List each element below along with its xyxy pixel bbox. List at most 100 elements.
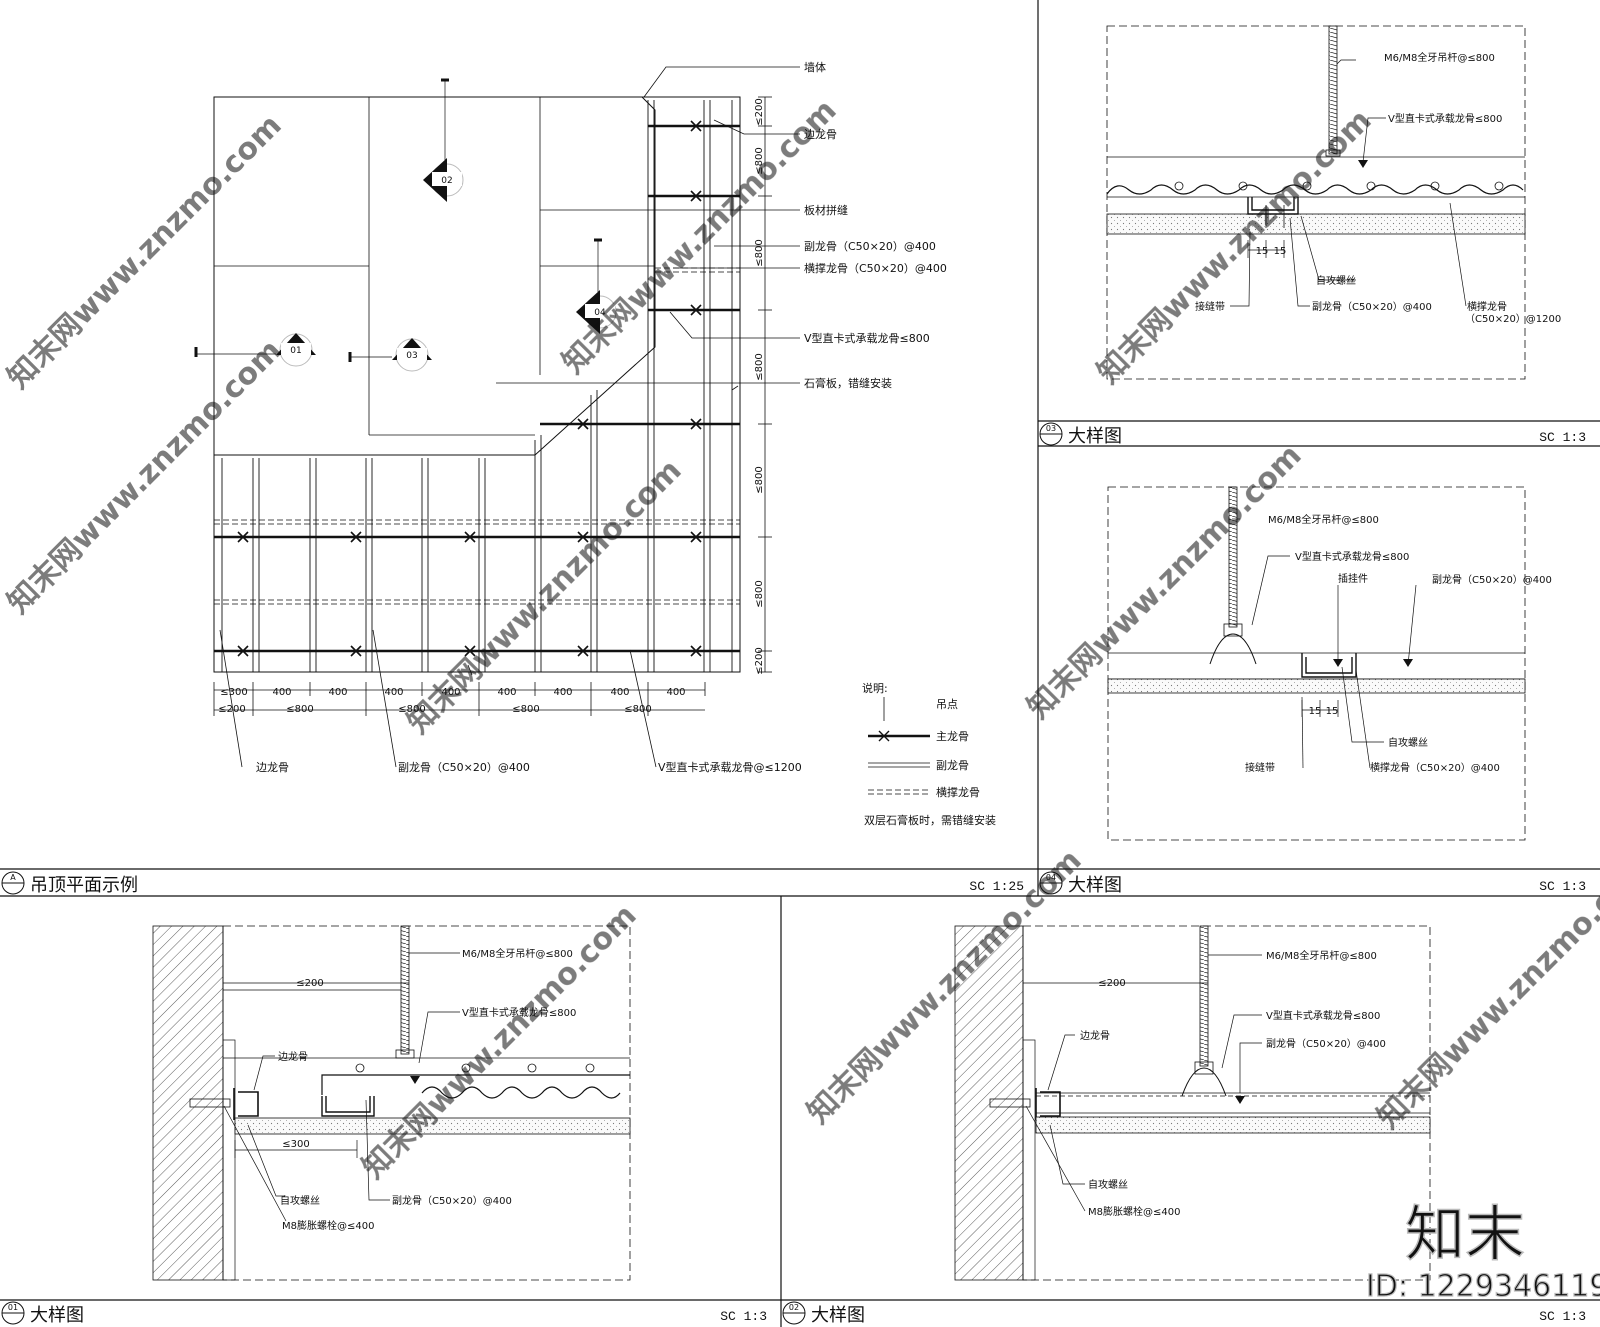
detail-02: [954, 925, 1431, 1281]
watermark-text: 知末网www.znzmo.com: [356, 898, 644, 1186]
svg-text:副龙骨（C50×20）@400: 副龙骨（C50×20）@400: [1266, 1037, 1386, 1050]
panel-badge-label: A: [10, 873, 16, 882]
svg-text:副龙骨（C50×20）@400: 副龙骨（C50×20）@400: [1432, 573, 1552, 586]
panel-badge-label: 01: [8, 1303, 18, 1312]
svg-text:≤800: ≤800: [754, 239, 765, 266]
brand-watermark: 知末 ID: 1229346119: [1365, 1199, 1600, 1304]
svg-text:400: 400: [610, 687, 629, 698]
secondary-keel-channel: [1247, 197, 1299, 215]
legend-main-keel: 主龙骨: [936, 730, 969, 743]
detail-03: [1106, 25, 1526, 380]
svg-text:（C50×20）@1200: （C50×20）@1200: [1465, 313, 1561, 325]
svg-text:边龙骨: 边龙骨: [278, 1050, 308, 1063]
concrete-wall: [152, 925, 224, 1281]
legend-hanging-point: 吊点: [936, 698, 958, 711]
gypsum-board: [1035, 1116, 1431, 1134]
svg-text:400: 400: [497, 687, 516, 698]
svg-text:M6/M8全牙吊杆@≤800: M6/M8全牙吊杆@≤800: [1384, 51, 1495, 64]
svg-text:01: 01: [290, 346, 301, 356]
bottom-dim-labels: ≤300 400 400 400 400 400 400 400 400 ≤20…: [218, 687, 685, 715]
detail-01: [152, 925, 631, 1281]
gypsum-board: [1107, 678, 1526, 694]
panel-scale: SC 1:3: [1539, 879, 1586, 894]
label-brace-keel: 横撑龙骨（C50×20）@400: [804, 261, 947, 275]
title-bar-01: 01 大样图 SC 1:3: [1, 1301, 767, 1326]
legend-title: 说明:: [862, 681, 888, 695]
svg-text:V型直卡式承载龙骨≤800: V型直卡式承载龙骨≤800: [1295, 550, 1409, 563]
svg-text:M8膨胀螺栓@≤400: M8膨胀螺栓@≤400: [1088, 1205, 1180, 1218]
svg-text:400: 400: [272, 687, 291, 698]
watermark-text: 知末网www.znzmo.com: [1091, 103, 1379, 391]
ceiling-frame: [213, 96, 741, 673]
svg-text:插挂件: 插挂件: [1338, 572, 1368, 585]
title-bar-a: A 吊顶平面示例 SC 1:25: [1, 871, 1024, 896]
section-mark-03: 03: [348, 338, 432, 372]
svg-text:15: 15: [1274, 246, 1287, 257]
secondary-keel-channel: [1301, 653, 1357, 678]
panel-scale: SC 1:3: [1539, 430, 1586, 445]
svg-text:15: 15: [1326, 706, 1339, 717]
panel-badge-label: 03: [1046, 424, 1056, 433]
watermark-text: 知末网www.znzmo.com: [556, 93, 844, 381]
svg-text:≤800: ≤800: [286, 704, 313, 715]
svg-text:副龙骨（C50×20）@400: 副龙骨（C50×20）@400: [1312, 300, 1432, 313]
brand-logo: 知末: [1405, 1200, 1525, 1270]
svg-text:V型直卡式承载龙骨≤800: V型直卡式承载龙骨≤800: [462, 1006, 576, 1019]
svg-text:02: 02: [441, 176, 452, 186]
svg-text:≤200: ≤200: [754, 647, 765, 674]
label-bottom-secondary: 副龙骨（C50×20）@400: [398, 761, 530, 774]
threaded-rod: [1228, 486, 1238, 628]
svg-text:≤800: ≤800: [754, 147, 765, 174]
detail-02-labels: M6/M8全牙吊杆@≤800 ≤200 边龙骨 V型直卡式承载龙骨≤800 副龙…: [1080, 949, 1386, 1218]
detail-03-labels: M6/M8全牙吊杆@≤800 V型直卡式承载龙骨≤800 15 15 自攻螺丝 …: [1195, 51, 1561, 325]
right-dimension-chain: [731, 96, 772, 673]
plan-leaders: [219, 66, 800, 768]
label-secondary-keel: 副龙骨（C50×20）@400: [804, 240, 936, 253]
svg-text:≤300: ≤300: [282, 1139, 309, 1150]
svg-text:≤800: ≤800: [398, 704, 425, 715]
title-bar-04: 04 大样图 SC 1:3: [1039, 871, 1586, 896]
edge-keel: [233, 1088, 259, 1120]
svg-text:≤200: ≤200: [1098, 978, 1125, 989]
panel-badge-label: 04: [1046, 873, 1056, 882]
legend-brace-keel: 横撑龙骨: [936, 785, 980, 799]
gypsum-board-outline: [213, 96, 656, 456]
watermark-text: 知末网www.znzmo.com: [401, 453, 689, 741]
bottom-dimension-chain: [213, 664, 706, 716]
svg-text:M6/M8全牙吊杆@≤800: M6/M8全牙吊杆@≤800: [1268, 513, 1379, 526]
label-edge-keel: 边龙骨: [804, 128, 837, 141]
main-keels: [214, 124, 740, 653]
section-mark-04: 04: [576, 238, 617, 334]
svg-text:M6/M8全牙吊杆@≤800: M6/M8全牙吊杆@≤800: [462, 947, 573, 960]
svg-text:400: 400: [553, 687, 572, 698]
detail-04: [1107, 486, 1526, 841]
svg-text:自攻螺丝: 自攻螺丝: [1088, 1178, 1128, 1191]
svg-text:≤800: ≤800: [754, 353, 765, 380]
watermark-text: 知末网www.znzmo.com: [801, 843, 1089, 1131]
v-keel-profile: [1106, 184, 1524, 195]
svg-text:15: 15: [1309, 706, 1322, 717]
svg-text:自攻螺丝: 自攻螺丝: [1388, 736, 1428, 749]
detail-04-labels: M6/M8全牙吊杆@≤800 V型直卡式承载龙骨≤800 插挂件 副龙骨（C50…: [1245, 513, 1552, 774]
detail-01-labels: M6/M8全牙吊杆@≤800 ≤200 V型直卡式承载龙骨≤800 边龙骨 ≤3…: [278, 947, 576, 1232]
svg-text:≤800: ≤800: [624, 704, 651, 715]
svg-text:≤800: ≤800: [512, 704, 539, 715]
hanging-points: [237, 120, 702, 657]
svg-text:V型直卡式承载龙骨≤800: V型直卡式承载龙骨≤800: [1266, 1009, 1380, 1022]
panel-title: 大样图: [30, 1305, 84, 1326]
svg-text:≤800: ≤800: [754, 466, 765, 493]
svg-text:横撑龙骨: 横撑龙骨: [1467, 300, 1507, 313]
svg-text:15: 15: [1256, 246, 1269, 257]
svg-text:400: 400: [384, 687, 403, 698]
label-bottom-v-keel: V型直卡式承载龙骨@≤1200: [658, 760, 802, 774]
svg-text:接缝带: 接缝带: [1245, 761, 1275, 774]
v-keel-profile: [321, 1074, 630, 1099]
svg-text:≤200: ≤200: [754, 98, 765, 125]
svg-text:≤300: ≤300: [220, 687, 247, 698]
panel-scale: SC 1:3: [720, 1309, 767, 1324]
svg-text:M8膨胀螺栓@≤400: M8膨胀螺栓@≤400: [282, 1219, 374, 1232]
svg-text:V型直卡式承载龙骨≤800: V型直卡式承载龙骨≤800: [1388, 112, 1502, 125]
plan-legend: 说明: 吊点 主龙骨 副龙骨 横撑龙骨 双层石膏板时，需错缝安装: [862, 681, 996, 827]
svg-text:400: 400: [441, 687, 460, 698]
